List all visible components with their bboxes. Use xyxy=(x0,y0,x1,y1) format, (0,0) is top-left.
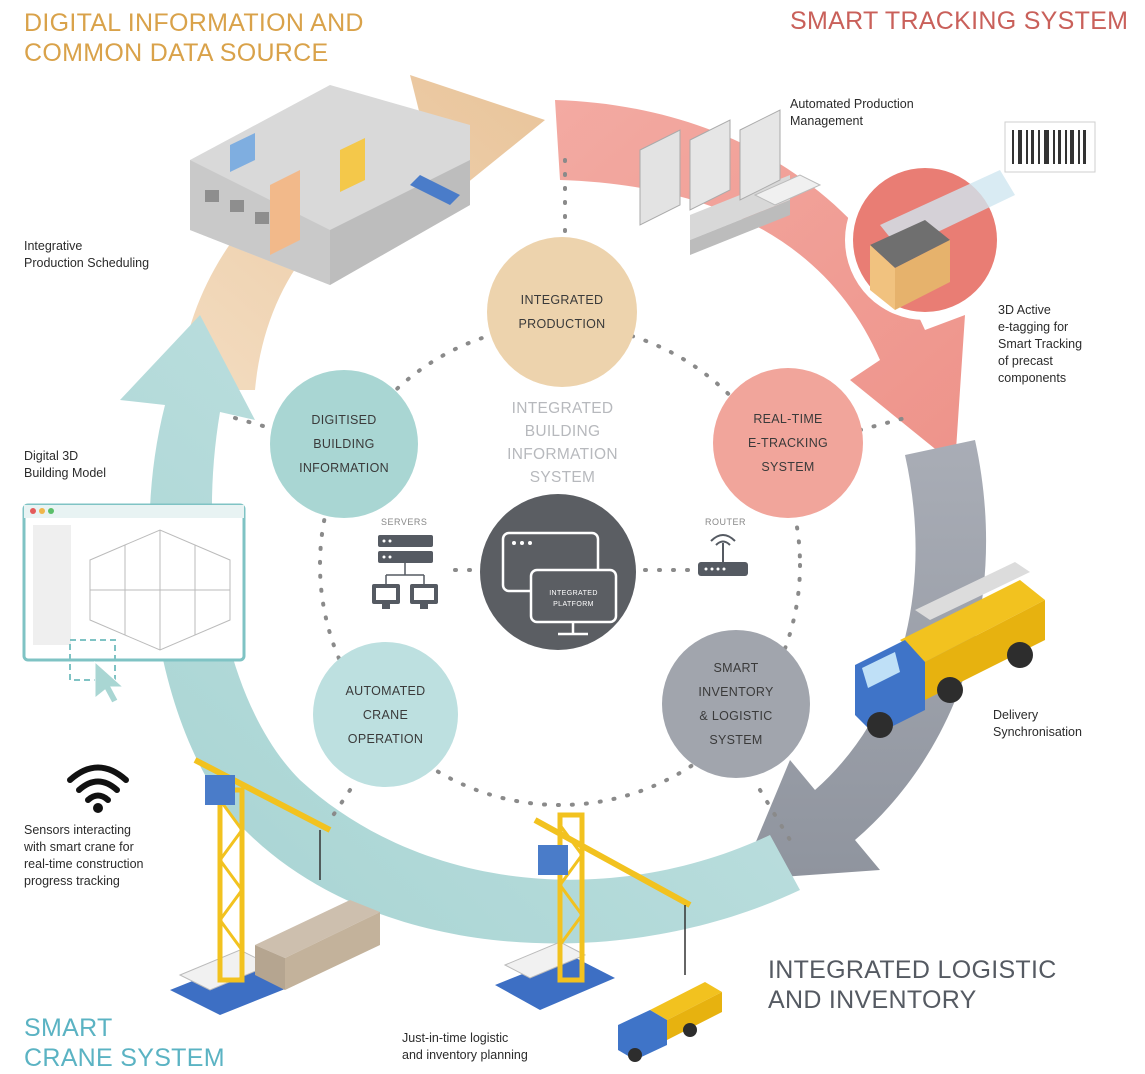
building-model-illustration xyxy=(190,85,470,285)
teal-arc-arrow xyxy=(120,315,800,944)
caption-building-model: Digital 3D Building Model xyxy=(24,449,106,480)
e-tag-scanner-illustration xyxy=(845,160,1015,320)
title-smart-crane: SMART CRANE SYSTEM xyxy=(24,1014,225,1072)
caption-production-scheduling: Integrative Production Scheduling xyxy=(24,239,150,270)
platform-windows-icon xyxy=(501,531,618,636)
platform-label: INTEGRATED PLATFORM xyxy=(549,590,598,608)
wifi-dot xyxy=(93,803,103,813)
wifi-icon xyxy=(67,764,129,803)
node-smart-inventory: SMART INVENTORY & LOGISTIC SYSTEM xyxy=(662,630,810,778)
caption-e-tagging: 3D Active e-tagging for Smart Tracking o… xyxy=(998,303,1083,385)
node-smart-inventory-label: SMART INVENTORY & LOGISTIC SYSTEM xyxy=(698,661,774,747)
router-label: ROUTER xyxy=(705,517,746,527)
3d-model-screen-illustration xyxy=(22,503,246,704)
node-digitised-building: DIGITISED BUILDING INFORMATION xyxy=(270,370,418,518)
caption-production-management: Automated Production Management xyxy=(790,97,914,128)
router-icon xyxy=(698,534,748,576)
dotted-spokes xyxy=(233,158,907,842)
barcode-icon xyxy=(1004,121,1096,173)
node-crane-operation: AUTOMATED CRANE OPERATION xyxy=(313,642,458,787)
caption-sensors: Sensors interacting with smart crane for… xyxy=(24,823,144,888)
node-digitised-building-label: DIGITISED BUILDING INFORMATION xyxy=(299,413,389,475)
node-integrated-production-label: INTEGRATED PRODUCTION xyxy=(518,293,606,331)
delivery-truck-illustration xyxy=(855,562,1045,738)
node-e-tracking-label: REAL-TIME E-TRACKING SYSTEM xyxy=(747,412,829,474)
caption-just-in-time: Just-in-time logistic and inventory plan… xyxy=(402,1031,528,1062)
servers-label: SERVERS xyxy=(381,517,428,527)
caption-delivery: Delivery Synchronisation xyxy=(993,708,1082,739)
production-modules-illustration xyxy=(639,109,822,255)
servers-icon-lines xyxy=(385,563,425,584)
title-digital-information: DIGITAL INFORMATION AND COMMON DATA SOUR… xyxy=(24,9,364,67)
pink-arc-arrow xyxy=(555,100,965,465)
grey-arc-arrow xyxy=(740,440,987,880)
node-crane-operation-label: AUTOMATED CRANE OPERATION xyxy=(345,683,426,746)
title-smart-tracking: SMART TRACKING SYSTEM xyxy=(790,7,1129,35)
crane-middle-illustration xyxy=(495,812,692,1010)
small-truck-illustration xyxy=(618,982,722,1062)
dotted-ring xyxy=(318,323,802,807)
crane-left-illustration xyxy=(170,757,380,1015)
center-title: INTEGRATED BUILDING INFORMATION SYSTEM xyxy=(507,400,618,486)
node-e-tracking: REAL-TIME E-TRACKING SYSTEM xyxy=(713,368,863,518)
servers-icon-dots xyxy=(376,539,434,600)
node-integrated-production: INTEGRATED PRODUCTION xyxy=(487,237,637,387)
title-integrated-logistic: INTEGRATED LOGISTIC AND INVENTORY xyxy=(768,956,1057,1014)
